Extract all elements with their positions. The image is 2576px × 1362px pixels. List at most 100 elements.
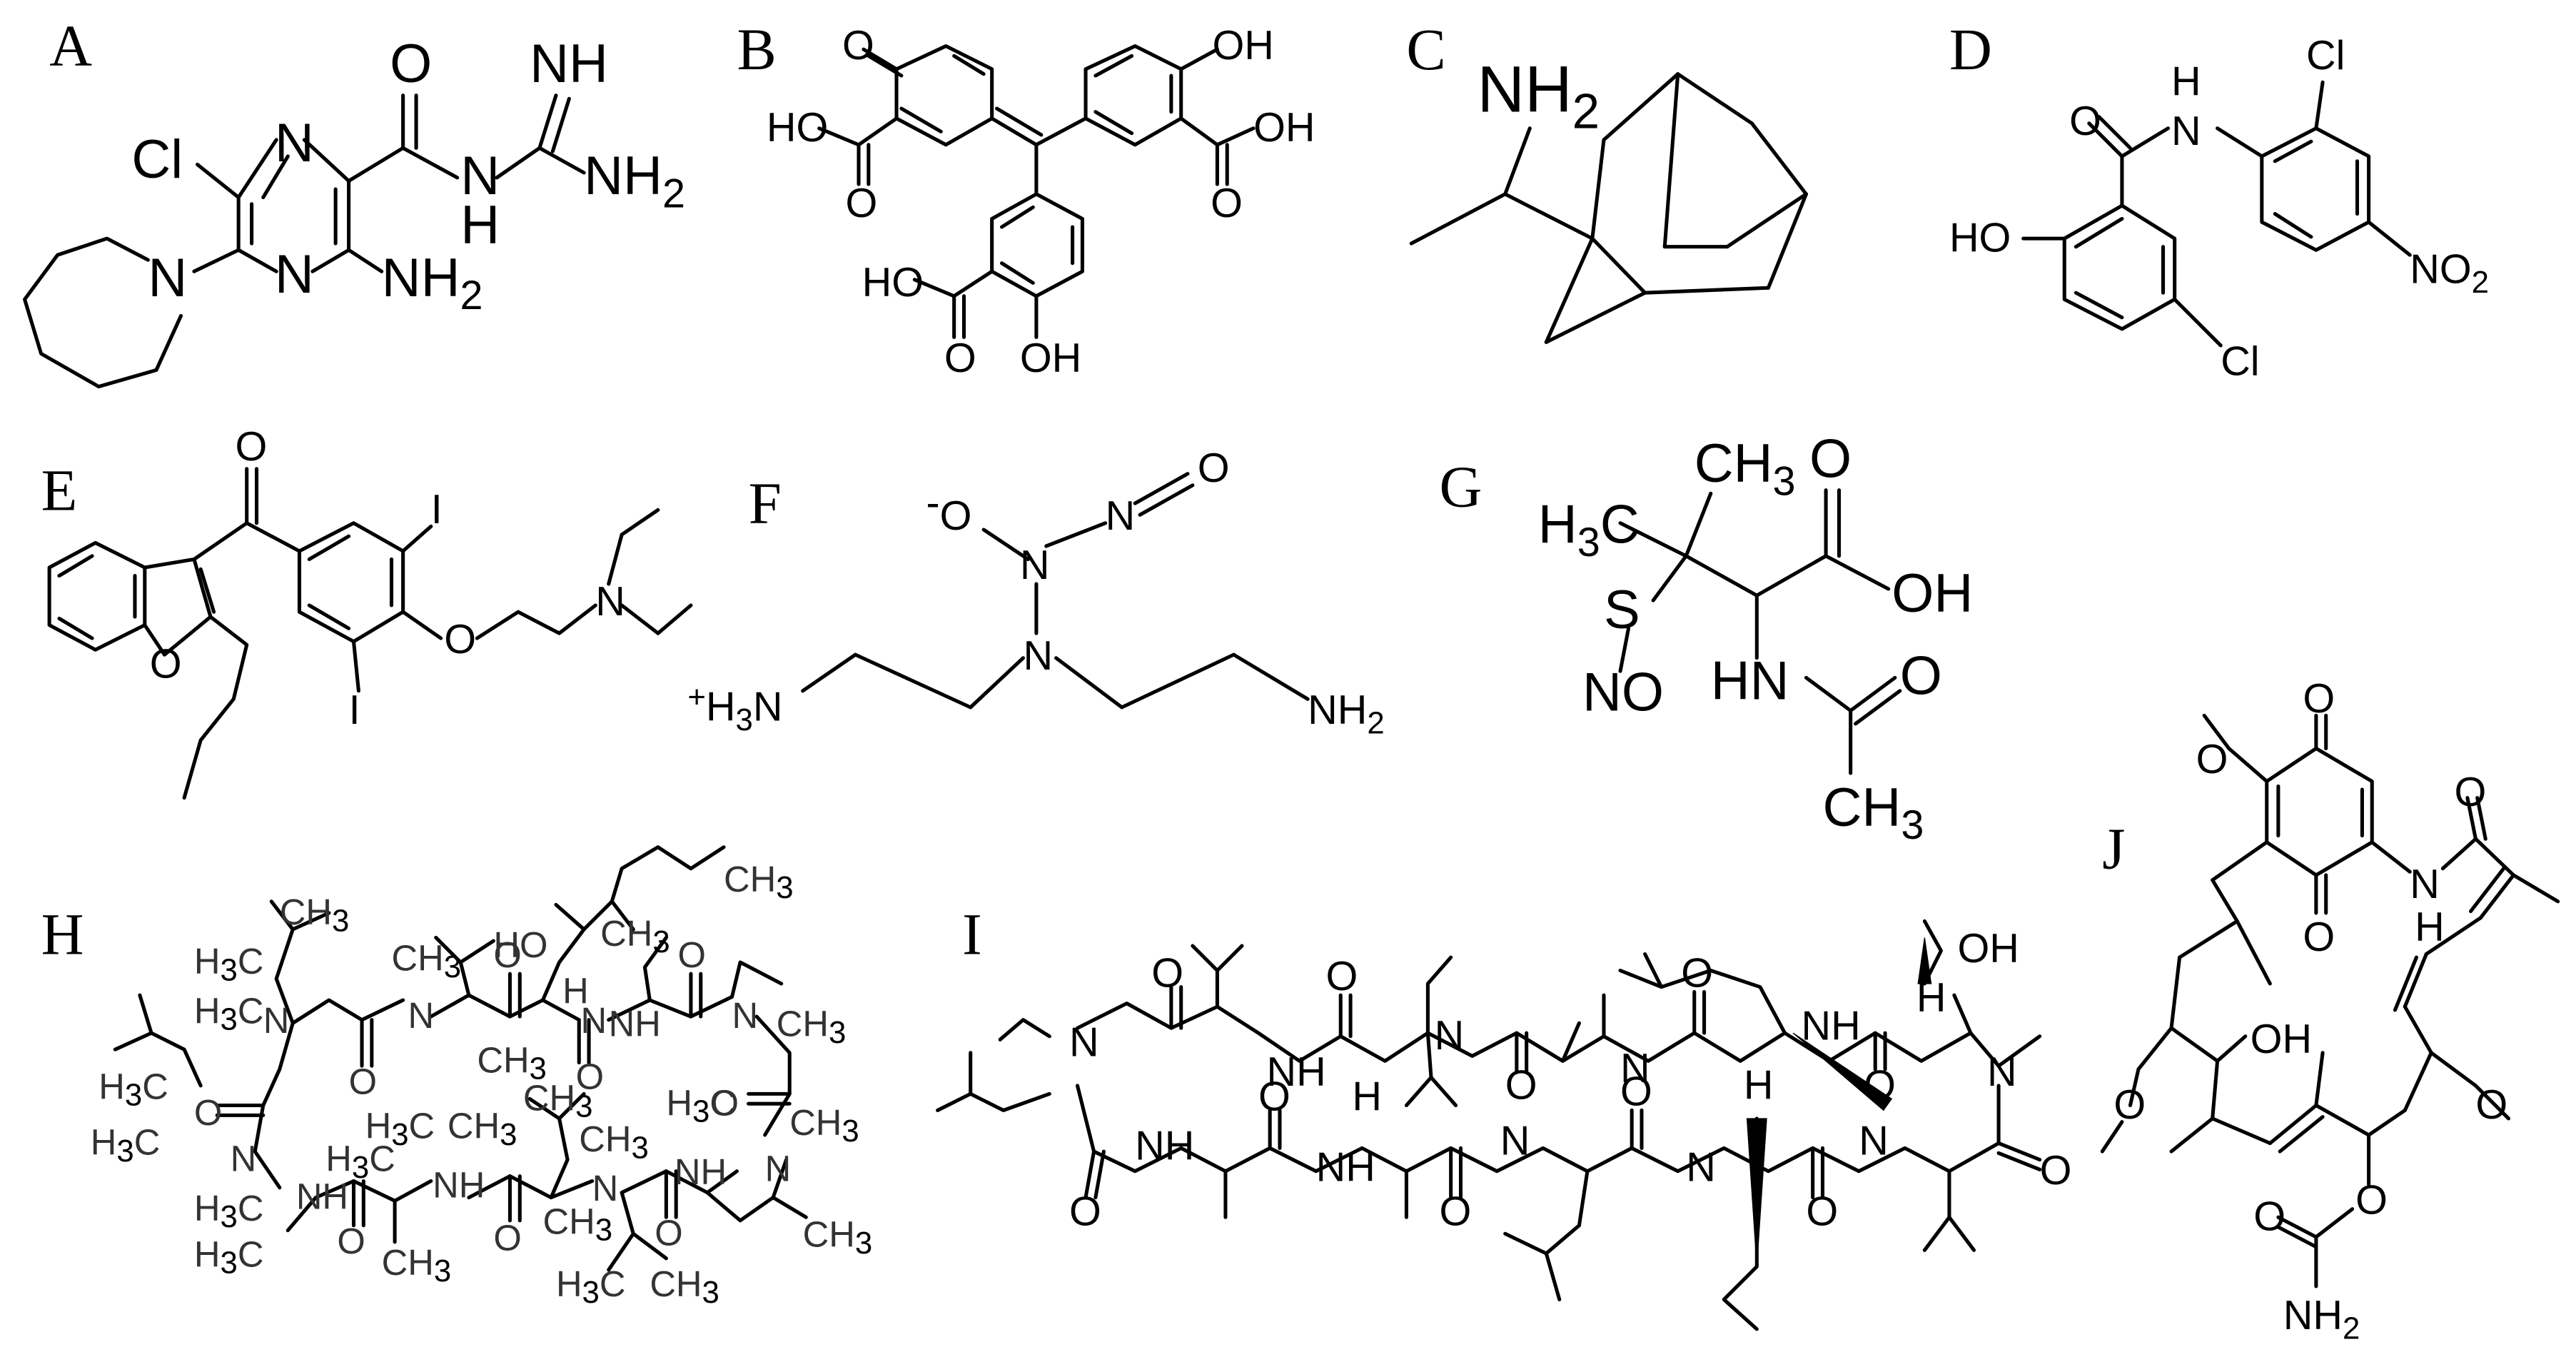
atom-F-O-nitroso: O (1198, 445, 1230, 491)
panel-label-E: E (41, 457, 78, 523)
atom-A-H-amide: H (460, 195, 500, 256)
atom-H-ch3-10: CH3 (523, 1077, 593, 1124)
atom-H-O-7: O (337, 1221, 365, 1261)
atom-A-Cl: Cl (131, 129, 183, 190)
atom-G-CH3-bot: CH3 (1822, 777, 1924, 848)
atom-G-OH: OH (1891, 563, 1973, 624)
atom-D-N: N (2171, 109, 2201, 154)
atom-B-HO-bot: HO (862, 260, 924, 306)
atom-I-NH-2: NH (1802, 1003, 1861, 1049)
atom-I-O-5: O (1864, 1062, 1896, 1108)
atom-B-O-top: O (842, 23, 874, 69)
atom-J-O-4: O (2454, 770, 2486, 815)
atom-E-I-bot: I (349, 687, 360, 733)
panel-label-A: A (49, 13, 92, 79)
atom-H-ch3-6: CH3 (448, 1106, 517, 1152)
atom-I-N-2: N (1435, 1013, 1465, 1059)
atom-H-NH-3: NH (433, 1165, 485, 1206)
atom-J-OH: OH (2251, 1017, 2312, 1062)
atom-H-N-3: N (581, 1000, 607, 1041)
atom-H-h3c-4: H3C (365, 1106, 435, 1152)
atom-F-H3N: +H3N (687, 680, 782, 737)
atom-H-h3c-8: H3C (194, 1234, 264, 1280)
panel-E: E (41, 424, 693, 800)
atom-I-N-3: N (1620, 1046, 1650, 1091)
atom-H-ch3-9: CH3 (650, 1263, 719, 1310)
panel-F: F -O N N O N +H3N NH2 (687, 445, 1384, 741)
atom-G-H3C: H3C (1538, 494, 1640, 565)
atom-G-NO: NO (1582, 662, 1664, 722)
atom-B-O-bot: O (944, 336, 976, 381)
atom-H-ch3-2: CH3 (391, 938, 461, 984)
atom-I-N-6: N (1686, 1145, 1716, 1191)
panel-label-I: I (962, 902, 982, 967)
panel-label-B: B (737, 16, 776, 82)
atom-H-ch3-1: CH3 (280, 892, 350, 938)
atom-B-OH-top: OH (1212, 23, 1273, 69)
atom-E-O-furan: O (150, 641, 182, 687)
atom-H-HO: HO (493, 924, 547, 965)
atom-D-H: H (2171, 59, 2201, 105)
atom-D-Cl-top: Cl (2306, 33, 2345, 79)
atom-J-N: N (2410, 862, 2440, 907)
atom-J-O-1: O (2303, 676, 2335, 722)
panel-label-F: F (749, 470, 782, 536)
atom-H-O-8: O (493, 1217, 521, 1258)
atom-I-H-3: H (1744, 1062, 1774, 1108)
atom-H-ch3-12: CH3 (789, 1102, 859, 1149)
atom-H-H: H (562, 971, 589, 1012)
molecule-C-bonds (1409, 72, 1808, 344)
atom-D-Cl-bot: Cl (2221, 338, 2259, 384)
atom-I-NH-4: NH (1316, 1145, 1375, 1191)
atom-H-O-1: O (493, 934, 521, 975)
atom-G-S: S (1604, 580, 1640, 640)
atom-H-NH-2: NH (296, 1176, 348, 1217)
molecule-A-bonds (23, 94, 586, 389)
atom-I-H-1: H (1916, 975, 1946, 1021)
atom-H-h3c-10: H3C (666, 1082, 736, 1129)
atom-H-N-2: N (408, 995, 435, 1036)
atom-H-N-7: N (231, 1139, 257, 1179)
atom-A-O: O (390, 34, 432, 94)
atom-H-ch3-5: CH3 (477, 1039, 547, 1086)
atom-A-N1: N (275, 113, 314, 173)
atom-H-h3c-2: H3C (194, 990, 264, 1036)
atom-B-O-left: O (846, 181, 878, 226)
atom-J-O-8: O (2253, 1194, 2285, 1240)
atom-I-OH: OH (1957, 926, 2019, 972)
panel-label-J: J (2102, 816, 2125, 882)
atom-I-O-7: O (1258, 1074, 1290, 1119)
atom-A-NH: NH (530, 34, 608, 94)
atom-E-O-ether: O (444, 617, 476, 662)
atom-I-O-1: O (1151, 951, 1183, 997)
atom-H-O-4: O (576, 1056, 604, 1096)
molecule-I-bonds (936, 919, 2042, 1331)
panel-label-H: H (41, 902, 84, 967)
atom-H-h3c-7: H3C (194, 1188, 264, 1234)
atom-H-h3c-3: H3C (325, 1139, 395, 1185)
atom-H-NH-1: NH (609, 1004, 661, 1044)
atom-H-O-6: O (194, 1092, 222, 1133)
atom-H-O-5: O (711, 1082, 739, 1123)
molecule-H-labels: CH3 H3C H3C N N N N N N N CH3 O O O O O … (91, 859, 872, 1310)
panel-H: H (41, 845, 872, 1310)
atom-B-O-right: O (1211, 181, 1243, 226)
atom-E-O-ketone: O (236, 424, 268, 470)
atom-B-HO-left: HO (767, 105, 828, 151)
atom-I-N-5: N (1500, 1119, 1530, 1164)
panel-J: J (2100, 676, 2560, 1346)
atom-D-NO2: NO2 (2410, 246, 2489, 300)
molecule-F-bonds (801, 472, 1310, 710)
atom-H-O-2: O (677, 934, 705, 975)
atom-H-O-3: O (349, 1061, 377, 1101)
atom-H-ch3-4: CH3 (724, 859, 794, 905)
atom-F-O-minus: -O (926, 480, 971, 539)
atom-J-O-6: O (2475, 1082, 2507, 1128)
atom-B-OH-bot: OH (1020, 336, 1081, 381)
atom-E-N: N (595, 579, 625, 625)
atom-A-N2: N (275, 244, 314, 305)
panel-label-G: G (1440, 454, 1483, 520)
molecule-J-bonds (2100, 713, 2560, 1288)
atom-G-CH3-top: CH3 (1694, 433, 1796, 504)
